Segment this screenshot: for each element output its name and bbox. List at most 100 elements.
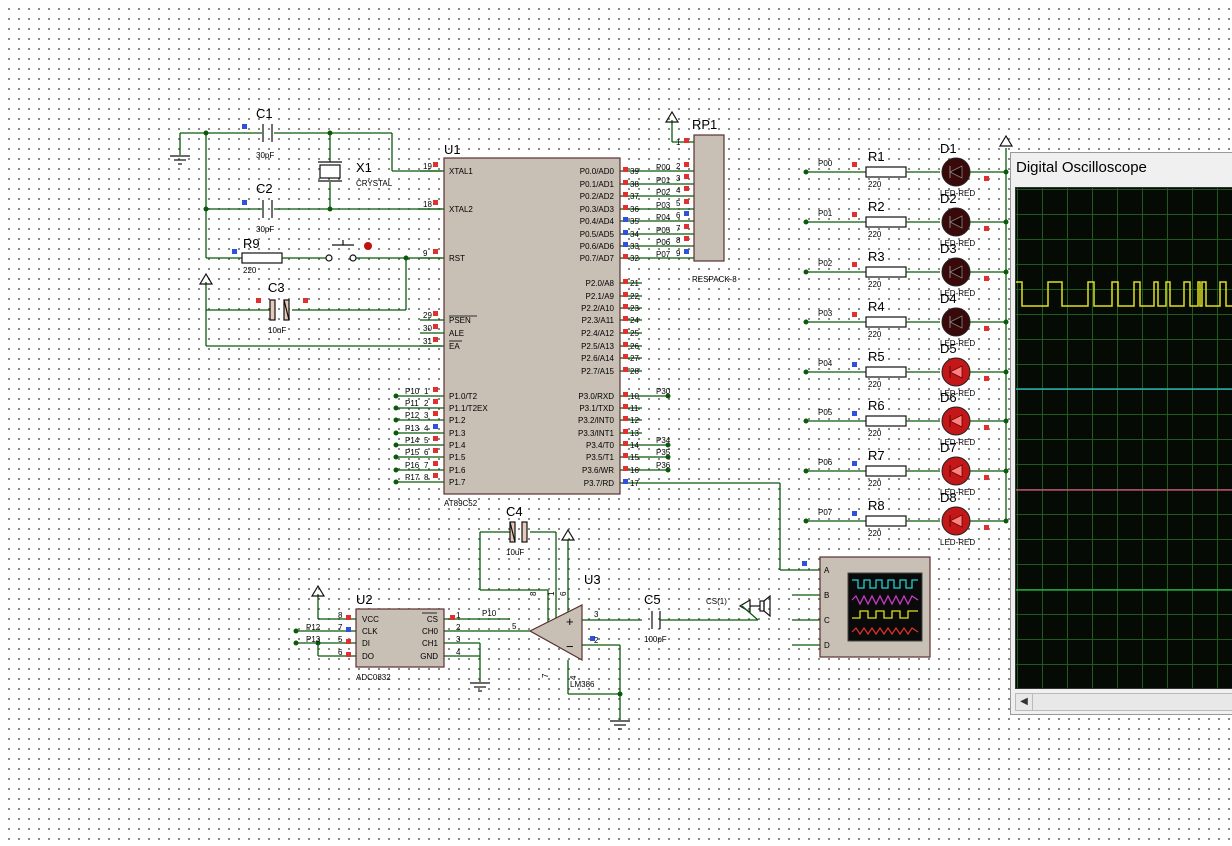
- amp-u3[interactable]: + − U3 LM386 8 1 5 3 2 7 4 6: [512, 528, 642, 730]
- u1-pin-num: 27: [630, 354, 639, 363]
- u1-net-label: P14: [405, 436, 420, 445]
- resistor-R4[interactable]: [865, 316, 907, 328]
- resistor-R8[interactable]: [865, 515, 907, 527]
- capacitor-c4[interactable]: C4 10uF: [479, 504, 557, 591]
- resistor-R2[interactable]: [865, 216, 907, 228]
- resistor-R1[interactable]: [865, 166, 907, 178]
- resistor-ref: R2: [868, 199, 885, 214]
- u1-net-label: P16: [405, 461, 420, 470]
- u1-pin-name: P2.6/A14: [581, 354, 614, 363]
- oscilloscope-window[interactable]: Digital Oscilloscope ◀: [1010, 152, 1232, 715]
- resistor-ref: R1: [868, 149, 885, 164]
- oscilloscope-scrollbar[interactable]: ◀: [1015, 693, 1232, 711]
- scroll-left-arrow-icon[interactable]: ◀: [1016, 694, 1033, 710]
- led-ref: D3: [940, 241, 957, 256]
- u1-microcontroller[interactable]: U1 AT89C52 19XTAL118XTAL29RST29PSEN30ALE…: [393, 142, 695, 508]
- u2-pin-name: VCC: [362, 615, 379, 624]
- u2-pin-name: GND: [420, 652, 438, 661]
- capacitor-c5[interactable]: C5 100pF: [644, 592, 758, 644]
- u1-pin-27[interactable]: P2.6/A14 27: [581, 354, 642, 363]
- u1-pin-num: 3: [424, 411, 429, 420]
- rp1-value: RESPACK-8: [692, 275, 737, 284]
- u3-ref: U3: [584, 572, 601, 587]
- u1-pin-num: 10: [630, 392, 639, 401]
- u3-pin-2: 2: [594, 636, 599, 645]
- u2-part: ADC0832: [356, 673, 391, 682]
- u1-net-label: P06: [656, 238, 671, 247]
- resistor-R3[interactable]: [865, 266, 907, 278]
- capacitor-c1[interactable]: C1 30pF: [242, 106, 274, 160]
- u1-net-label: P04: [656, 213, 671, 222]
- resistor-R7[interactable]: [865, 465, 907, 477]
- oscilloscope-screen[interactable]: [1015, 187, 1232, 689]
- capacitor-c2[interactable]: C2 30pF: [242, 181, 274, 234]
- resistor-r9[interactable]: R9 220: [232, 236, 260, 275]
- capacitor-c3[interactable]: C3 10uF: [256, 280, 308, 335]
- c4-value: 10uF: [506, 548, 524, 557]
- u1-pin-num: 30: [423, 324, 432, 333]
- crystal-x1[interactable]: X1 CRYSTAL: [356, 160, 393, 188]
- u2-pin-num: 8: [338, 611, 343, 620]
- u1-pin-num: 13: [630, 429, 639, 438]
- signal-source-cs[interactable]: CS(1): [706, 594, 771, 621]
- scope-ch-b: B: [824, 591, 829, 600]
- resistor-R6[interactable]: [865, 415, 907, 427]
- u2-pin-name: CLK: [362, 627, 378, 636]
- resistor-R5[interactable]: [865, 366, 907, 378]
- u2-pin-name: CH1: [422, 639, 439, 648]
- u1-pin-num: 15: [630, 453, 639, 462]
- u1-pin-num: 11: [630, 404, 639, 413]
- oscilloscope-instrument[interactable]: A B C D: [792, 556, 931, 658]
- u1-pin-name: P3.6/WR: [582, 466, 614, 475]
